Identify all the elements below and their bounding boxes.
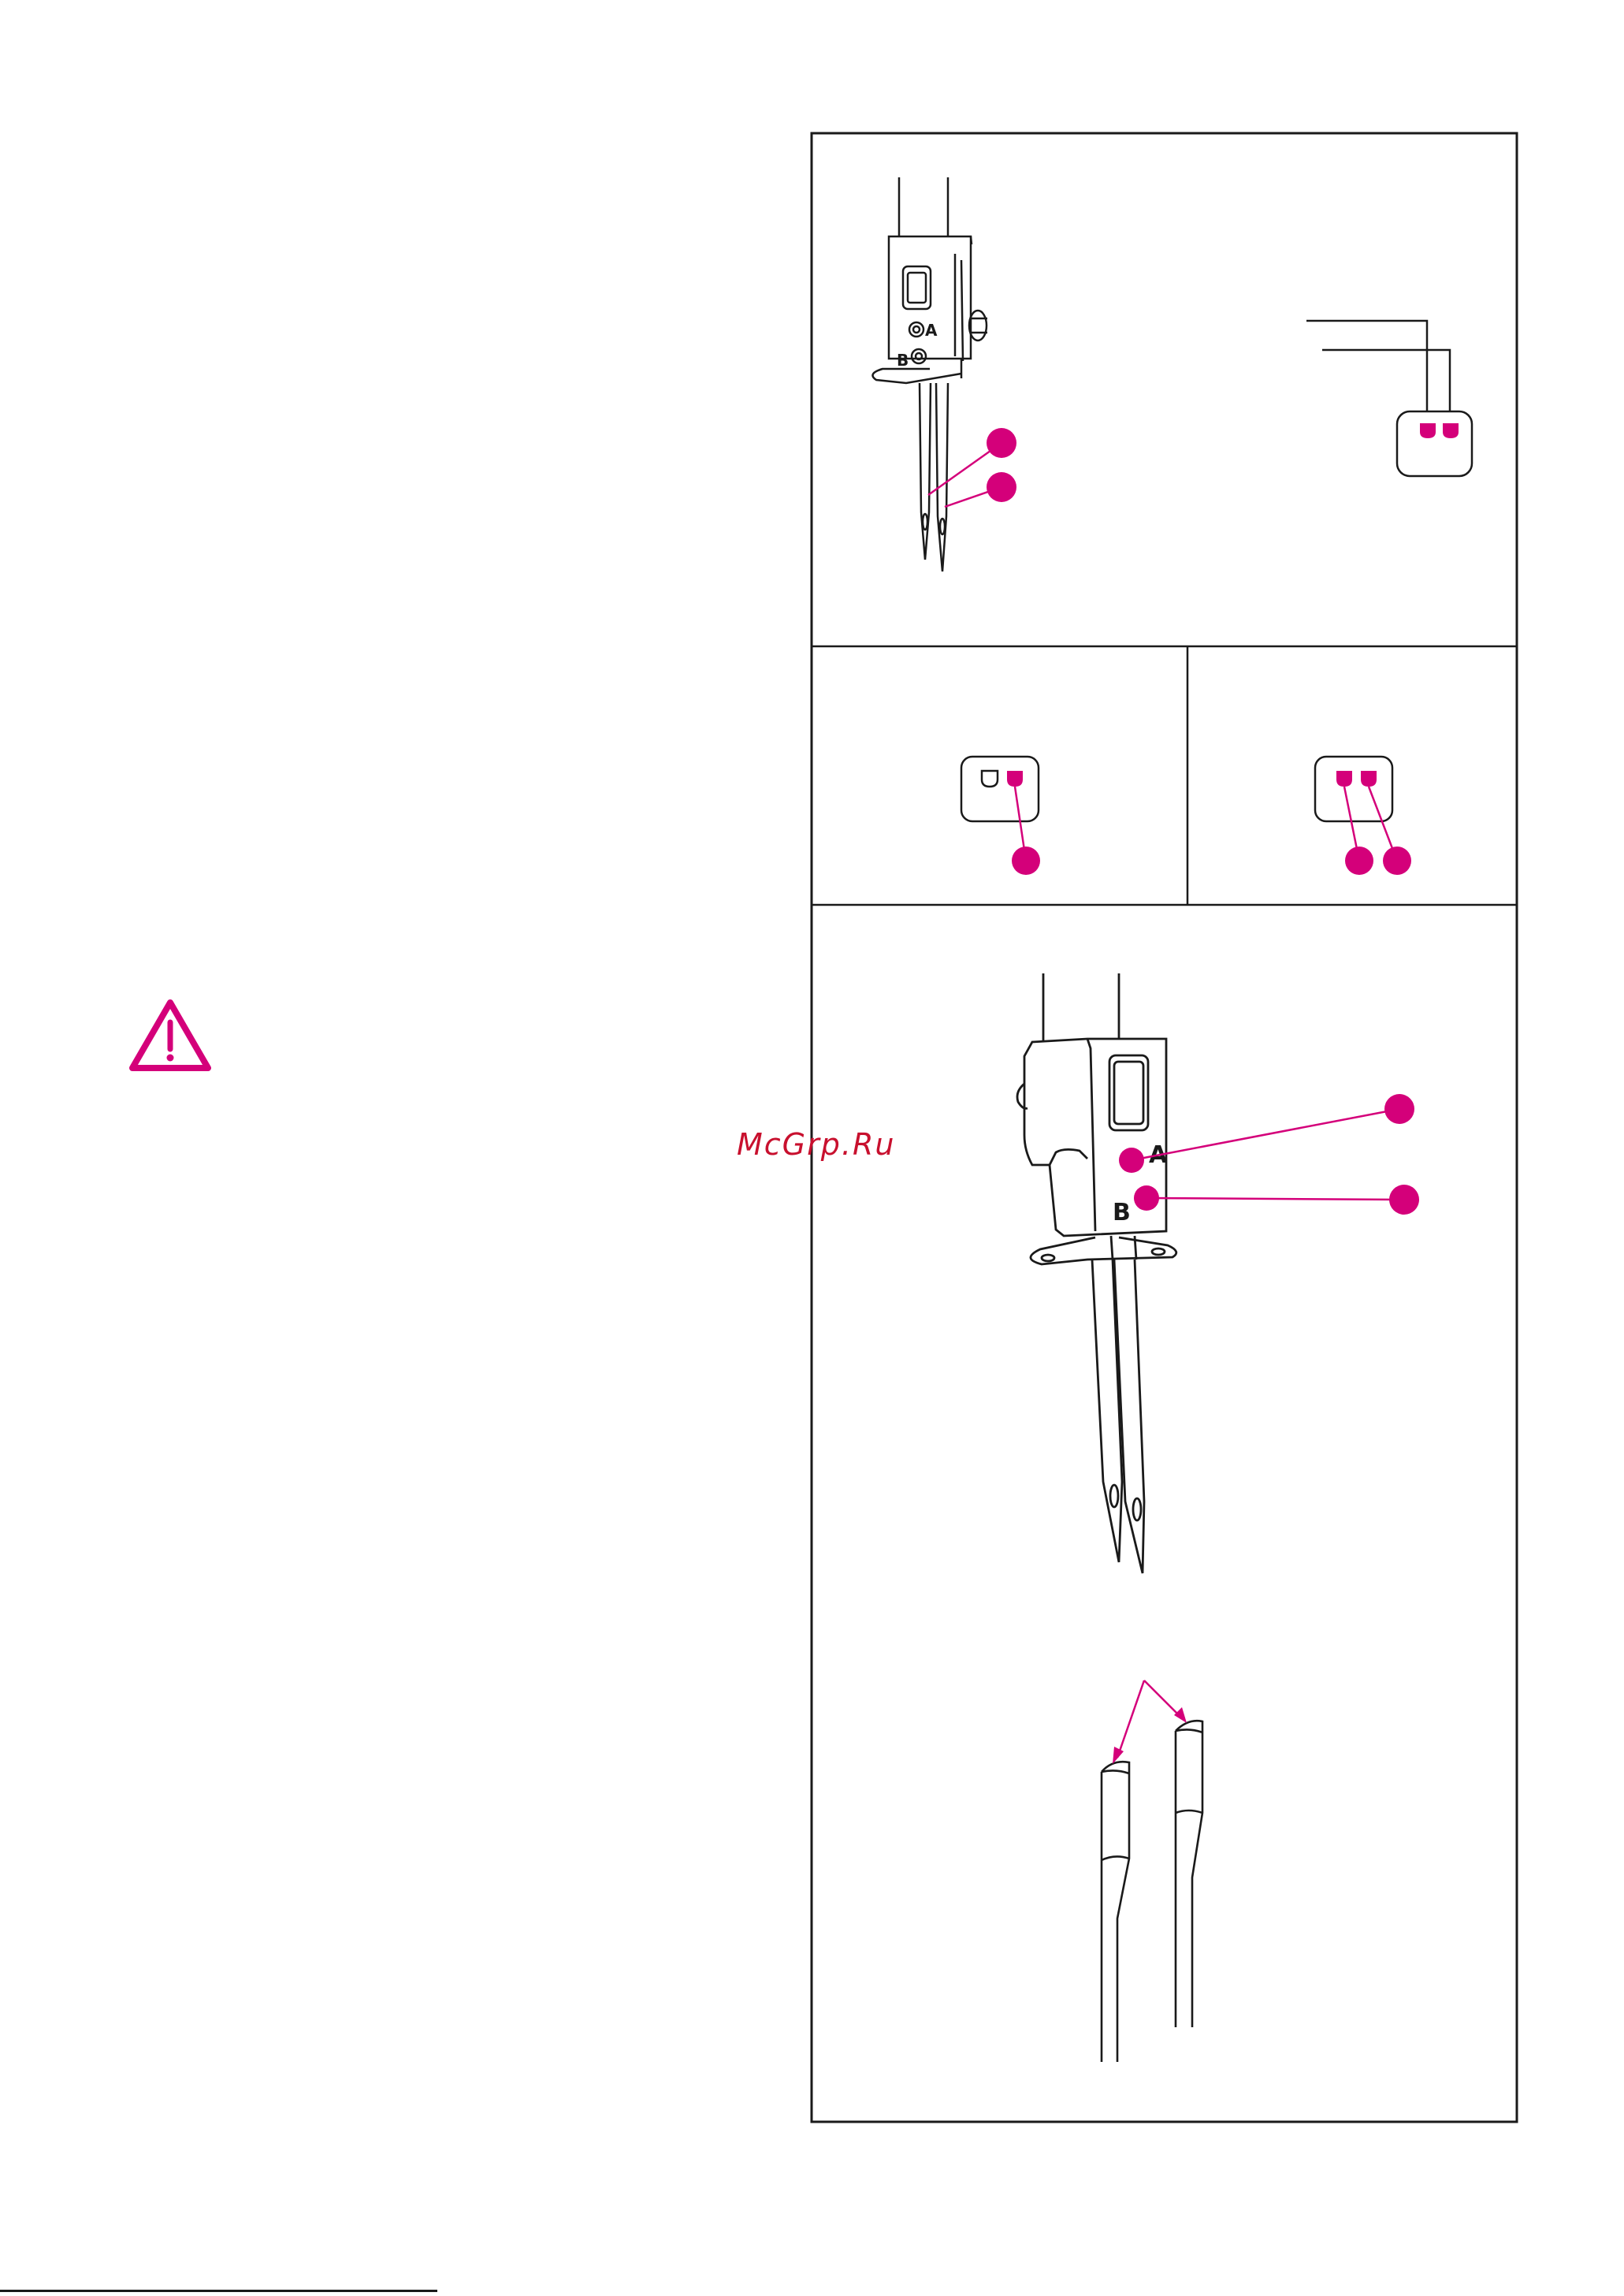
needle-clamp-large: [1017, 973, 1176, 1573]
watermark-text: McGrp.Ru: [737, 1127, 895, 1162]
callout-marker: [987, 472, 1016, 502]
footer-rule: [0, 2290, 437, 2292]
top-label-b: B: [897, 351, 909, 370]
needle-shanks: [1102, 1721, 1202, 2062]
callout-marker: [987, 428, 1016, 458]
needle-clamp-small: [873, 177, 988, 571]
callout-marker: [1389, 1185, 1419, 1215]
callout-marker: [1345, 847, 1373, 875]
top-callouts: [928, 428, 1016, 507]
callout-marker: [1012, 847, 1040, 875]
top-label-a: A: [925, 321, 938, 340]
needle-position-indicator-single: [961, 757, 1040, 875]
bottom-label-b: B: [1113, 1199, 1131, 1226]
warning-triangle-icon: [132, 1003, 208, 1068]
needle-position-indicator-twin: [1306, 321, 1472, 476]
callout-marker: [1384, 1094, 1414, 1124]
callout-marker: [1383, 847, 1411, 875]
needle-position-indicator-double: [1315, 757, 1411, 875]
